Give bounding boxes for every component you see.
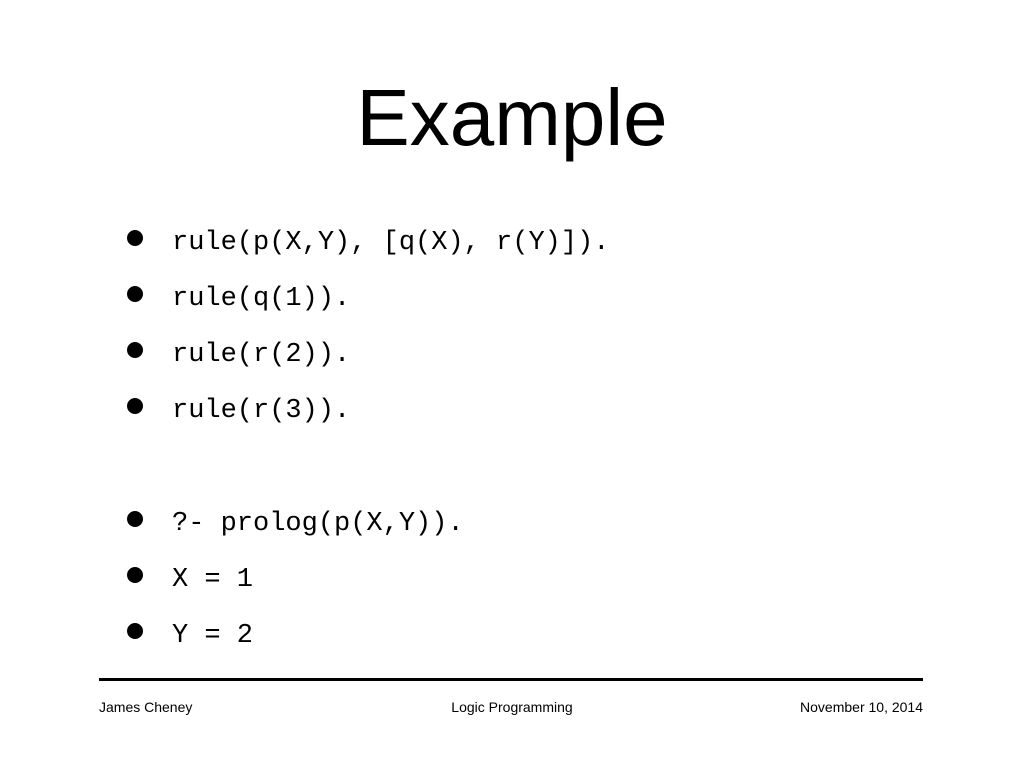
bullet-icon — [127, 623, 143, 639]
code-line: rule(p(X,Y), [q(X), r(Y)]). — [172, 228, 610, 258]
footer-date: November 10, 2014 — [800, 699, 923, 715]
bullet-icon — [127, 398, 143, 414]
code-line: rule(r(2)). — [172, 340, 351, 370]
footer-author: James Cheney — [99, 699, 193, 715]
code-line: rule(r(3)). — [172, 396, 351, 426]
bullet-icon — [127, 511, 143, 527]
list-item: rule(r(2)). — [122, 327, 609, 383]
footer-course: Logic Programming — [451, 699, 573, 715]
list-item: ?- prolog(p(X,Y)). — [122, 496, 609, 552]
code-line: ?- prolog(p(X,Y)). — [172, 509, 464, 539]
list-item: X = 1 — [122, 552, 609, 608]
slide-title: Example — [356, 73, 668, 162]
bullet-list: rule(p(X,Y), [q(X), r(Y)]). rule(q(1)). … — [122, 215, 609, 664]
code-line: rule(q(1)). — [172, 284, 351, 314]
footer-divider — [99, 678, 923, 681]
list-item: rule(p(X,Y), [q(X), r(Y)]). — [122, 215, 609, 271]
list-item: Y = 2 — [122, 608, 609, 664]
bullet-icon — [127, 230, 143, 246]
bullet-icon — [127, 286, 143, 302]
bullet-icon — [127, 567, 143, 583]
code-line: Y = 2 — [172, 621, 254, 651]
code-line: X = 1 — [172, 565, 254, 595]
bullet-icon — [127, 342, 143, 358]
list-item: rule(r(3)). — [122, 383, 609, 439]
list-item: rule(q(1)). — [122, 271, 609, 327]
